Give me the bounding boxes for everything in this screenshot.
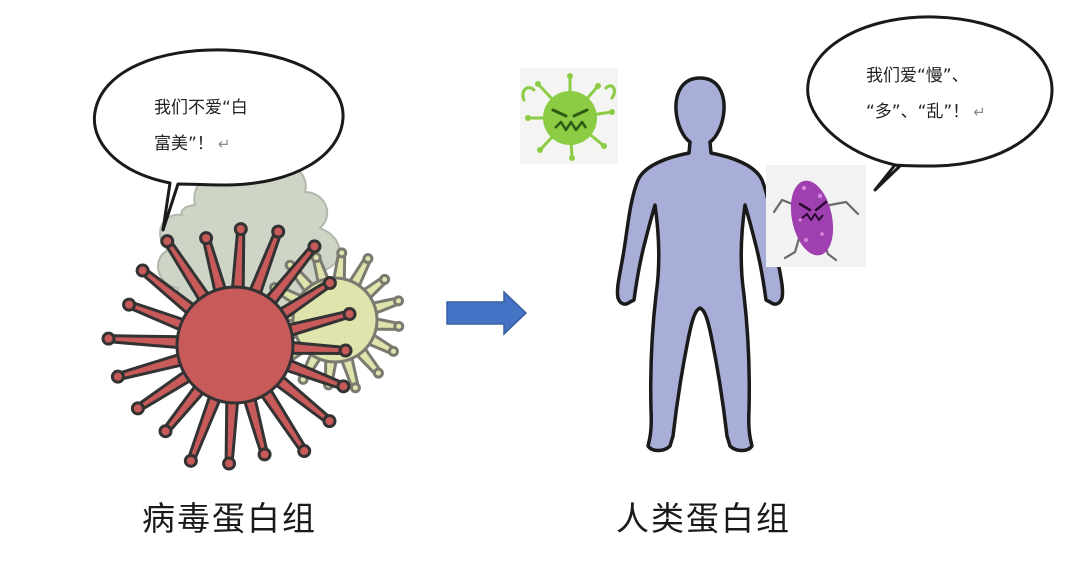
- virus-body: [175, 285, 295, 405]
- human-silhouette-icon: [615, 76, 785, 453]
- virus-spike-tip: [110, 369, 125, 384]
- left-bubble-line-2-text: 富美”！: [154, 134, 214, 154]
- virus-spike: [115, 352, 186, 382]
- right-speech-bubble: [806, 15, 1054, 192]
- virus-spike: [242, 394, 269, 457]
- virus-spike-tip: [336, 247, 348, 259]
- virus-spike-tip: [322, 414, 337, 429]
- green-microbe-icon: [520, 68, 618, 164]
- virus-spike-tip: [393, 295, 405, 307]
- virus-spike: [224, 397, 240, 466]
- red-virus-icon: [101, 222, 357, 471]
- right-bubble-line-2-text: “多”、“乱”！: [866, 102, 970, 122]
- virus-spike-tip: [222, 456, 237, 471]
- virus-spike-tip: [379, 273, 391, 285]
- return-mark-icon: ↵: [973, 103, 986, 121]
- virus-spike-tip: [160, 234, 175, 249]
- virus-spike-tip: [393, 320, 405, 332]
- virus-spike-tip: [257, 447, 272, 462]
- right-bubble-text: 我们爱“慢”、 “多”、“乱”！↵: [866, 58, 986, 130]
- virus-spike-tip: [338, 343, 353, 358]
- virus-spike-tip: [362, 253, 374, 265]
- virus-spike-tip: [130, 401, 145, 416]
- virus-spike-tip: [101, 331, 116, 346]
- return-mark-icon: ↵: [217, 135, 231, 153]
- left-bubble-line-2: 富美”！↵: [154, 126, 248, 162]
- virus-spike-tip: [307, 239, 322, 254]
- purple-microbe-icon: [766, 165, 866, 267]
- virus-spike-tip: [183, 453, 198, 468]
- viral-proteome-caption: 病毒蛋白组: [142, 499, 317, 538]
- left-bubble-text: 我们不爱“白 富美”！↵: [154, 90, 248, 162]
- virus-spike-tip: [342, 307, 357, 322]
- virus-spike-tip: [322, 276, 337, 291]
- virus-spike-tip: [271, 224, 286, 239]
- left-bubble-line-1: 我们不爱“白: [154, 98, 248, 118]
- virus-spike-tip: [158, 424, 173, 439]
- virus-spike-tip: [372, 367, 384, 379]
- right-arrow-icon: [446, 290, 528, 336]
- virus-spike-tip: [135, 263, 150, 278]
- left-speech-bubble: [92, 48, 345, 232]
- virus-spike-tip: [297, 444, 312, 459]
- virus-spike-tip: [349, 382, 361, 394]
- virus-spike-tip: [387, 345, 399, 357]
- right-bubble-line-1: 我们爱“慢”、: [866, 66, 969, 86]
- virus-spike-tip: [336, 379, 351, 394]
- virus-spike-tip: [122, 297, 137, 312]
- virus-spike: [106, 334, 183, 350]
- virus-spike-tip: [310, 252, 322, 264]
- right-bubble-line-2: “多”、“乱”！↵: [866, 94, 986, 130]
- human-proteome-caption: 人类蛋白组: [616, 499, 791, 538]
- virus-spike-tip: [233, 222, 248, 237]
- virus-spike-tip: [199, 231, 214, 246]
